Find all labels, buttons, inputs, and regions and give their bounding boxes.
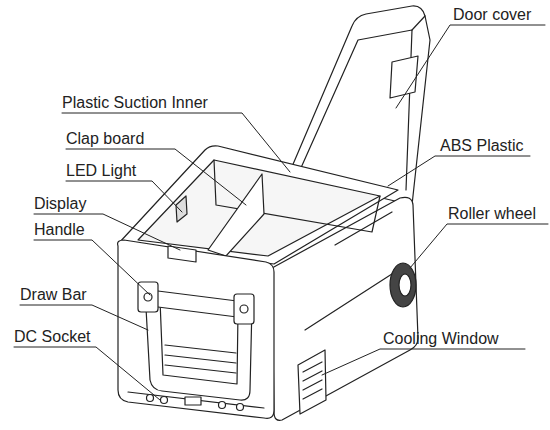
cooling-slats (303, 362, 322, 399)
leader-line (20, 305, 148, 330)
leader-line (34, 214, 180, 250)
side-groove (305, 272, 395, 330)
door-edge (412, 16, 425, 30)
roller-wheel (390, 263, 416, 307)
handle-bar (150, 290, 245, 318)
part-label: Roller wheel (448, 205, 536, 223)
leader-line (322, 349, 525, 375)
dc-socket (147, 395, 154, 402)
hinge-pin (144, 293, 152, 301)
cooling-window (298, 350, 326, 414)
part-label: Cooling Window (383, 330, 499, 348)
handle-hinge (234, 294, 254, 324)
dc-socket (219, 402, 226, 409)
leader-line (14, 347, 160, 400)
inner-opening (138, 160, 380, 256)
dc-socket (237, 404, 244, 411)
part-label: LED Light (66, 162, 136, 180)
leader-line (66, 149, 246, 205)
led-light (176, 196, 187, 222)
part-label: Display (34, 195, 86, 213)
door-bevel (300, 30, 412, 190)
part-label: DC Socket (14, 328, 90, 346)
part-label: Door cover (453, 6, 531, 24)
usb-socket (185, 397, 201, 405)
draw-bar-grille (165, 345, 236, 373)
dc-socket (161, 397, 168, 404)
leader-line (410, 224, 548, 268)
display-panel (168, 246, 196, 262)
clap-board (208, 174, 264, 256)
door-recess (390, 56, 418, 98)
part-label: Handle (34, 221, 85, 239)
hinge-pin (240, 305, 248, 313)
front-panel (118, 240, 274, 418)
part-label: ABS Plastic (440, 137, 524, 155)
part-label: Clap board (66, 130, 144, 148)
leader-line (388, 156, 530, 186)
part-label: Draw Bar (20, 286, 87, 304)
part-label: Plastic Suction Inner (62, 94, 208, 112)
leader-line (396, 25, 545, 108)
wheel-hub (399, 274, 411, 296)
